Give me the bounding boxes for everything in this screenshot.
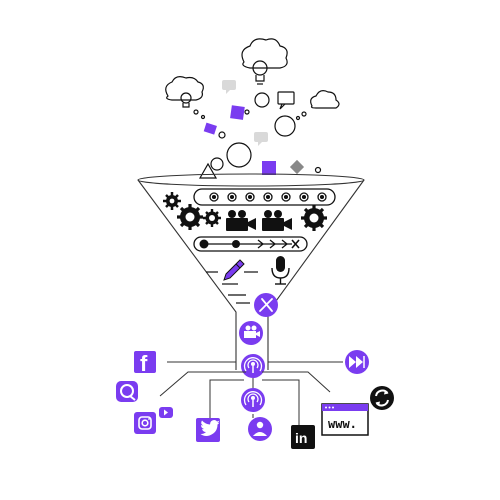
video-camera-icon <box>239 321 263 345</box>
conveyor-rollers <box>209 192 327 202</box>
podcast-icon <box>241 388 265 412</box>
idea-cloud-icon <box>310 90 340 109</box>
speech-bubble-icon <box>222 80 236 94</box>
timeline-icon <box>193 236 308 252</box>
facebook-icon[interactable]: f <box>134 351 156 376</box>
bulb-icon <box>180 92 192 108</box>
funnel-spout <box>235 352 269 370</box>
funnel-side-left <box>137 179 237 352</box>
funnel-rim <box>137 173 365 187</box>
speech-bubble-icon[interactable] <box>116 381 138 402</box>
idea-cloud-icon <box>241 38 288 69</box>
pen-icon <box>206 259 258 281</box>
podcast-icon <box>241 354 265 378</box>
instagram-icon[interactable] <box>134 412 156 434</box>
ideas-cluster <box>165 38 340 174</box>
microphone-icon <box>271 256 290 285</box>
linkedin-glyph: in <box>295 430 307 446</box>
browser-url: www. <box>328 417 357 431</box>
funnel-text-lines <box>222 283 250 304</box>
triangle-shape <box>198 162 218 179</box>
tools-icon <box>254 293 278 317</box>
diamond-shape <box>289 159 305 175</box>
linkedin-icon[interactable]: in <box>291 425 315 449</box>
facebook-glyph: f <box>140 351 148 376</box>
fast-forward-icon[interactable] <box>345 350 369 374</box>
funnel <box>137 173 365 370</box>
twitter-icon[interactable] <box>196 418 220 442</box>
accent-square <box>203 122 217 135</box>
sync-icon[interactable] <box>370 386 394 410</box>
browser-window-icon[interactable]: www. <box>321 403 369 436</box>
accent-square <box>262 161 276 175</box>
conveyor-belt <box>193 188 336 206</box>
video-camera-icon <box>226 210 256 231</box>
gear-icon <box>163 192 181 210</box>
idea-cloud-icon <box>165 76 204 101</box>
speech-bubble-icon <box>254 132 268 146</box>
gear-icon <box>177 204 203 230</box>
podcast-icon <box>248 417 272 441</box>
gear-icon <box>203 209 221 227</box>
youtube-icon[interactable] <box>159 407 173 418</box>
bulb-icon <box>252 60 268 85</box>
accent-square <box>230 105 245 120</box>
video-camera-icon <box>262 210 292 231</box>
speech-bubble-icon <box>277 91 295 110</box>
gear-icon <box>301 205 327 231</box>
